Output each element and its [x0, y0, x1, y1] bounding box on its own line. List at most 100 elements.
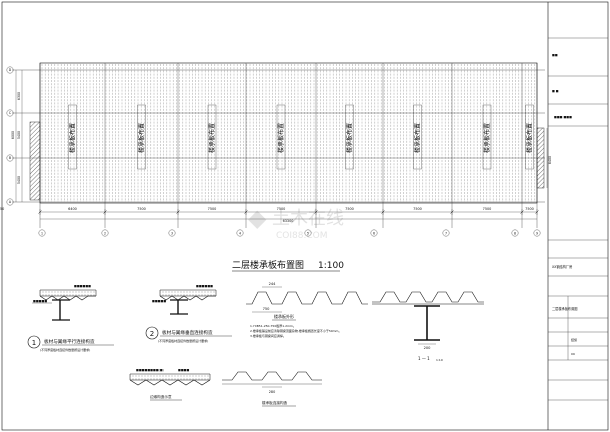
detail-2-number: 2	[150, 330, 154, 338]
panel-labels: 楼承板布置楼承板布置楼承板布置楼承板布置楼承板布置楼承板布置楼承板布置楼承板布置	[68, 104, 534, 170]
detail-1: ■■■■■ ■■■■■■ 1 板材与翼缘平行连接构造 (不同厚度板材连接件数量按…	[27, 284, 114, 352]
svg-text:■■■■■: ■■■■■	[33, 299, 47, 303]
bottom-axis-bubbles: 1 2 3 4 5 6 7 8 9	[38, 229, 541, 237]
axis-label: 4	[239, 231, 241, 235]
detail-1-label: 板材与翼缘平行连接构造	[44, 338, 95, 345]
svg-text:■■■■: ■■■■	[178, 368, 190, 372]
profile-dim-bot: 750	[263, 307, 271, 311]
axis-bubble	[304, 229, 312, 237]
bay-dimension: 7500	[208, 207, 217, 211]
bay-dimension: 3750	[0, 207, 4, 211]
right-dim: 6400	[548, 156, 552, 164]
bay-dimension: 7500	[483, 207, 492, 211]
svg-text:■■■■■■■■(■): ■■■■■■■■(■)	[136, 368, 164, 372]
panel-label: 楼承板布置	[277, 123, 285, 153]
axis-label: D	[9, 68, 12, 72]
note-3: 3.楼承板与钢梁间应满焊。	[250, 333, 286, 338]
watermark: ◆ 土木在线 COI88.COM	[248, 204, 344, 241]
floor-plan: 楼承板布置楼承板布置楼承板布置楼承板布置楼承板布置楼承板布置楼承板布置楼承板布置…	[0, 62, 552, 237]
bottom-label-1: 边缘构造示意	[150, 394, 172, 399]
axis-bubble	[6, 198, 14, 206]
drawing-number: 结施	[571, 337, 577, 342]
detail-1-sub: (不同厚度板材连接件数量按设计要求)	[40, 347, 90, 352]
axis-label: B	[9, 156, 11, 160]
panel-label: 楼承板布置	[483, 123, 491, 153]
svg-text:■■■ ■■■: ■■■ ■■■	[554, 115, 572, 119]
bay-dimension: 7500	[345, 207, 354, 211]
bay-dimension: 6400	[68, 207, 77, 211]
plan-scale: 1:100	[318, 261, 344, 271]
note-2: 2.楼承板铺设前应清除钢梁顶面杂物,楼承板搁置长度不小于50mm。	[250, 328, 341, 333]
detail-2-sub: (不同厚度板材连接件数量按设计要求)	[158, 338, 208, 343]
profile-dim-top: 244	[269, 282, 277, 286]
axis-label: 8	[514, 231, 516, 235]
svg-text:■■■■■■: ■■■■■■	[196, 284, 213, 288]
detail-1-number: 1	[32, 339, 36, 347]
left-dim-3: 6000	[11, 131, 15, 139]
deck-profile: 244 750 楼承板外形 1.YXB51-250-750板厚1.2mm。 2.…	[246, 282, 368, 338]
axis-bubble	[533, 229, 541, 237]
left-hatch-strip	[29, 121, 41, 201]
panel-label: 楼承板布置	[346, 123, 354, 153]
axis-bubble	[236, 229, 244, 237]
axis-label: 5	[307, 231, 309, 235]
bay-dimensions: 6400 7500 7500 7500 7500 7500 7500 7500 3750	[0, 207, 539, 215]
panel-label: 楼承板布置	[69, 123, 77, 153]
watermark-sub: COI88.COM	[276, 231, 327, 241]
axis-bubble	[442, 229, 450, 237]
axis-bubble	[168, 229, 176, 237]
total-dimension: 63300	[283, 219, 294, 223]
right-hatch-strip	[536, 127, 545, 189]
bay-dimension: 7500	[277, 207, 286, 211]
bay-dimension: 7500	[525, 207, 534, 211]
axis-label: 3	[171, 231, 173, 235]
left-axis-bubbles: D C B A	[6, 66, 14, 206]
plan-title: 二层楼承板布置图	[232, 259, 304, 271]
section-scale: 1:10	[436, 358, 443, 362]
bay-dimension: 7500	[413, 207, 422, 211]
axis-bubble	[370, 229, 378, 237]
axis-label: 7	[445, 231, 447, 235]
project-name: XX钢结构厂房	[552, 264, 572, 269]
profile-title: 楼承板外形	[274, 313, 294, 319]
watermark-logo-icon: ◆	[248, 204, 267, 232]
panel-label: 楼承板布置	[414, 123, 422, 153]
bottom-label-2: 楼承板连接构造	[262, 400, 288, 405]
drawing-name: 二层楼承板布置图	[552, 306, 578, 311]
bottom-detail-2: 280 楼承板连接构造	[222, 371, 322, 407]
section-dim: 200	[424, 346, 432, 350]
sheet-number: 09	[571, 352, 575, 356]
axis-bubble	[511, 229, 519, 237]
svg-text:■■■■■■: ■■■■■■	[74, 284, 91, 288]
deck-ribs	[41, 64, 535, 202]
bottom-detail-1: ■■■■■■■■(■) ■■■■ 边缘构造示意	[129, 368, 211, 401]
axis-bubble	[6, 109, 14, 117]
panel-label: 楼承板布置	[208, 123, 216, 153]
axis-label: 9	[536, 231, 538, 235]
axis-label: C	[9, 111, 12, 115]
axis-bubble	[6, 154, 14, 162]
left-dim-4: 5400	[17, 176, 21, 184]
axis-label: 6	[373, 231, 375, 235]
section-1-1: 200 1 — 1 1:10	[372, 291, 484, 362]
panel-label: 楼承板布置	[138, 123, 146, 153]
bay-dimension: 7500	[137, 207, 146, 211]
axis-label: 1	[41, 231, 43, 235]
axis-bubble	[101, 229, 109, 237]
axis-bubble	[6, 66, 14, 74]
detail-2: ■■■■■ ■■■■■■ 2 板材与翼缘垂直连接构造 (不同厚度板材连接件数量按…	[145, 284, 232, 343]
title-block: ■■ ■ ■ ■■■ ■■■ XX钢结构厂房 二层楼承板布置图 结施 09	[547, 2, 608, 430]
svg-text:■ ■: ■ ■	[552, 89, 559, 93]
axis-label: 2	[104, 231, 106, 235]
watermark-text: 土木在线	[272, 208, 344, 229]
axis-label: A	[9, 200, 12, 204]
detail-2-label: 板材与翼缘垂直连接构造	[162, 329, 213, 336]
section-label: 1 — 1	[418, 356, 430, 361]
left-dim-2: 5400	[17, 131, 21, 139]
svg-text:■■: ■■	[552, 53, 558, 57]
left-dim-1: 6300	[17, 92, 21, 100]
note-1: 1.YXB51-250-750板厚1.2mm。	[250, 323, 296, 328]
bottom-dim: 280	[269, 390, 275, 394]
